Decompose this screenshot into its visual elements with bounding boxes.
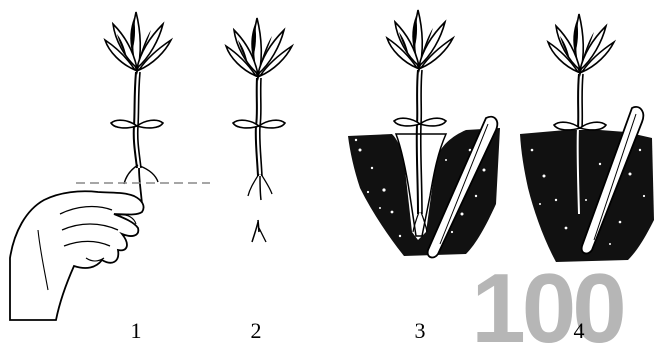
panel-label-4: 4: [564, 318, 594, 344]
panel-1-drawing: [10, 12, 210, 320]
watermark-logo: 100: [437, 262, 657, 344]
panel-label-2: 2: [241, 318, 271, 344]
panel-label-1: 1: [121, 318, 151, 344]
svg-text:100: 100: [471, 262, 623, 344]
panel-2-drawing: [226, 18, 292, 242]
panel-4-drawing: [520, 14, 654, 262]
panel-label-3: 3: [405, 318, 435, 344]
panel-3-drawing: [348, 10, 500, 257]
